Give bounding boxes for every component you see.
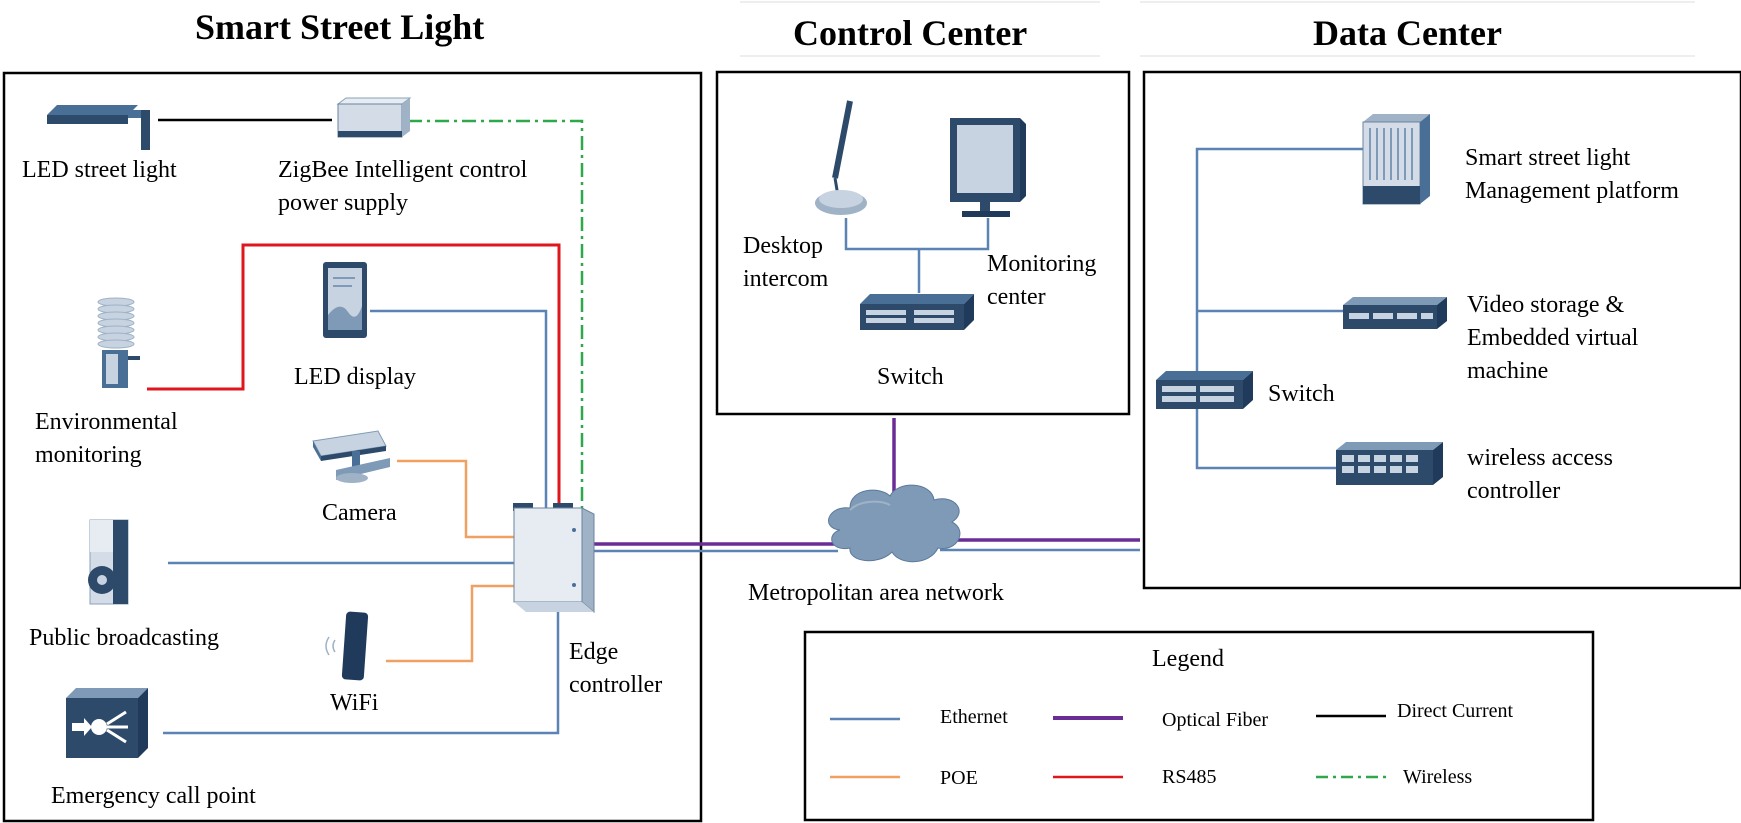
data-center-box [1142, 70, 1741, 590]
public-broadcasting-icon [88, 519, 129, 605]
legend-label-optical-fiber: Optical Fiber [1162, 709, 1269, 731]
label-wifi: WiFi [330, 690, 379, 716]
emergency-call-point-icon [66, 688, 148, 758]
wifi-icon [325, 611, 369, 681]
led-display-icon [323, 262, 367, 338]
legend-label-direct-current: Direct Current [1397, 700, 1514, 722]
edge-controller-icon [513, 503, 595, 614]
label-cc-switch: Switch [877, 364, 944, 390]
label-monitoring-line1: Monitoring [987, 251, 1097, 277]
data-center-switch-icon [1156, 371, 1253, 409]
rs485-line [147, 243, 561, 508]
legend-label-wireless: Wireless [1403, 766, 1473, 788]
label-public-broadcasting: Public broadcasting [29, 625, 219, 651]
label-led-display: LED display [294, 364, 416, 390]
section-title-data-center: Data Center [1313, 13, 1502, 53]
ethernet-cc-line [844, 218, 990, 251]
label-video-line2: Embedded virtual [1467, 325, 1639, 351]
metropolitan-network-cloud-icon [828, 484, 961, 563]
ethernet-dc-trunk [1195, 147, 1363, 470]
legend-label-ethernet: Ethernet [940, 706, 1008, 728]
label-platform-line1: Smart street light [1465, 145, 1631, 171]
label-emergency-call-point: Emergency call point [51, 783, 256, 809]
legend-title: Legend [1152, 646, 1224, 672]
led-street-light-icon [47, 105, 150, 150]
video-storage-icon [1343, 297, 1447, 329]
label-video-line3: machine [1467, 358, 1549, 384]
label-metro-network: Metropolitan area network [748, 580, 1004, 606]
wireless-line [408, 119, 584, 508]
label-led-street-light: LED street light [22, 157, 177, 183]
label-monitoring-line2: center [987, 284, 1046, 310]
control-center-box [715, 70, 1131, 416]
ethernet-emergency-line [163, 608, 560, 735]
control-center-switch-icon [860, 294, 974, 330]
section-title-control-center: Control Center [793, 13, 1028, 53]
label-zigbee-line2: power supply [278, 190, 408, 216]
camera-icon [312, 430, 390, 483]
poe-wifi-line [386, 584, 514, 663]
legend-label-poe: POE [940, 767, 978, 789]
label-environmental-line1: Environmental [35, 409, 178, 435]
environmental-monitoring-icon [97, 297, 140, 388]
label-desktop-line1: Desktop [743, 233, 823, 259]
legend-label-rs485: RS485 [1162, 766, 1217, 788]
poe-camera-line [397, 459, 514, 539]
label-camera: Camera [322, 500, 397, 526]
label-video-line1: Video storage & [1467, 292, 1625, 318]
label-environmental-line2: monitoring [35, 442, 142, 468]
label-edge-line2: controller [569, 672, 663, 698]
ethernet-led-display-line [370, 309, 548, 508]
management-platform-server-icon [1362, 114, 1430, 205]
label-platform-line2: Management platform [1465, 178, 1679, 204]
label-desktop-line2: intercom [743, 266, 829, 292]
section-title-smart-street-light: Smart Street Light [195, 7, 485, 47]
label-wac-line1: wireless access [1467, 445, 1613, 471]
monitoring-center-icon [950, 118, 1026, 217]
label-zigbee-line1: ZigBee Intelligent control [278, 157, 528, 183]
label-edge-line1: Edge [569, 639, 619, 665]
legend-swatches [830, 714, 1386, 779]
label-dc-switch: Switch [1268, 381, 1335, 407]
label-wac-line2: controller [1467, 478, 1561, 504]
smart-street-light-box [2, 71, 703, 823]
zigbee-power-supply-icon [336, 97, 412, 138]
legend-box [803, 630, 1595, 822]
wireless-access-controller-icon [1336, 442, 1443, 485]
desktop-intercom-icon [815, 100, 867, 215]
